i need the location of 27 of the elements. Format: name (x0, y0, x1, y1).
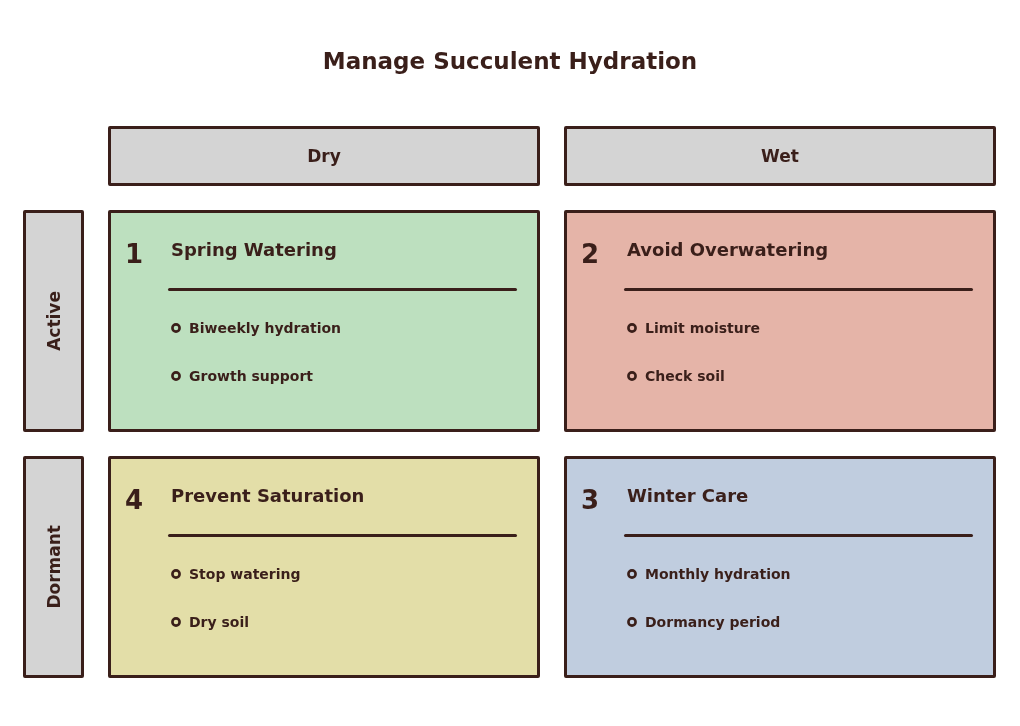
column-header: Dry (108, 126, 540, 186)
bullet-text: Biweekly hydration (189, 320, 342, 337)
bullet-text: Dry soil (189, 614, 250, 631)
row-header-panel (23, 456, 84, 678)
bullet-text: Check soil (645, 368, 725, 385)
diagram-title: Manage Succulent Hydration (322, 48, 698, 74)
quadrant-panel (108, 210, 540, 432)
bullet-text: Stop watering (189, 566, 301, 583)
quadrant-number: 4 (125, 487, 144, 513)
row-header: Active (43, 291, 64, 351)
quadrant-heading: Avoid Overwatering (627, 239, 829, 261)
quadrant-panel (564, 210, 996, 432)
bullet-text: Dormancy period (645, 614, 781, 631)
row-header: Dormant (43, 525, 64, 609)
column-header: Wet (564, 126, 996, 186)
bullet-text: Monthly hydration (645, 566, 791, 583)
quadrant-heading: Spring Watering (171, 239, 337, 261)
quadrant-panel (108, 456, 540, 678)
quadrant-panel (564, 456, 996, 678)
quadrant-heading: Prevent Saturation (171, 485, 365, 507)
bullet-text: Growth support (189, 368, 314, 385)
quadrant-number: 2 (581, 241, 600, 267)
quadrant-number: 1 (125, 241, 144, 267)
bullet-text: Limit moisture (645, 320, 761, 337)
row-header-panel (23, 210, 84, 432)
quadrant-heading: Winter Care (627, 485, 749, 507)
quadrant-number: 3 (581, 487, 600, 513)
